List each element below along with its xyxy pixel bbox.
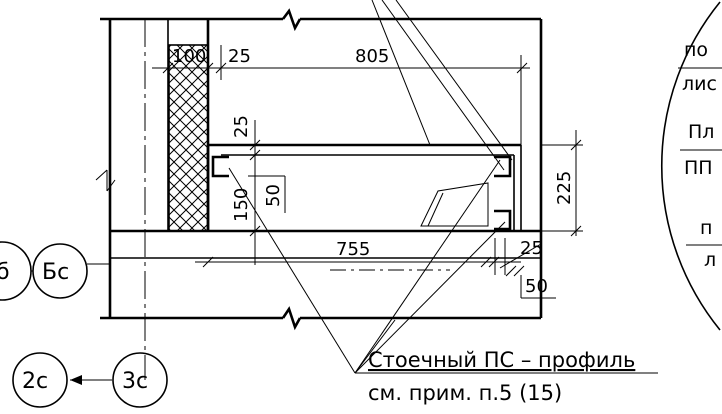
top-wall-line <box>100 8 541 32</box>
stud-profile-right-bottom <box>494 209 512 231</box>
dim-50-right: 50 <box>525 276 548 297</box>
dim-805: 805 <box>355 46 389 67</box>
axis-link-arrow <box>70 375 112 385</box>
callout-leaders <box>228 0 658 374</box>
dim-25-top: 25 <box>228 46 251 67</box>
insulation-hatch <box>168 44 209 232</box>
svg-text:б: б <box>0 260 10 285</box>
svg-text:по: по <box>684 39 708 61</box>
svg-text:3с: 3с <box>122 369 148 394</box>
svg-text:Бс: Бс <box>42 260 69 285</box>
svg-text:л: л <box>704 249 716 271</box>
axis-marker-2c: 2с <box>12 352 68 408</box>
left-break-symbol <box>95 169 116 192</box>
callout-line-2: см. прим. п.5 (15) <box>368 381 562 405</box>
dim-150: 150 <box>231 188 252 222</box>
dim-25-vertical: 25 <box>231 115 252 138</box>
svg-text:Пл: Пл <box>688 121 714 143</box>
axis-marker-3c: 3с <box>112 352 168 408</box>
stud-profile-left <box>211 155 229 178</box>
partition-frame <box>206 143 522 231</box>
side-note-circle: по лис Пл ПП п л <box>661 1 722 331</box>
stud-profile-right-top <box>494 155 512 178</box>
callout-line-1: Стоечный ПС – профиль <box>368 348 635 372</box>
svg-text:ПП: ПП <box>684 157 713 179</box>
dimension-lines <box>152 45 583 299</box>
dim-225: 225 <box>554 171 575 205</box>
bottom-wall-line <box>100 306 541 331</box>
dim-25-right: 25 <box>520 238 543 259</box>
dim-50-vertical: 50 <box>263 184 284 207</box>
dim-100: 100 <box>172 46 206 67</box>
axis-marker-bc: Бс <box>32 243 88 299</box>
svg-text:2с: 2с <box>22 369 48 394</box>
board-symbol <box>420 182 489 227</box>
svg-text:лис: лис <box>682 73 717 95</box>
svg-text:п: п <box>700 217 712 239</box>
axis-marker-partial: б <box>0 241 32 301</box>
dim-755: 755 <box>336 239 370 260</box>
